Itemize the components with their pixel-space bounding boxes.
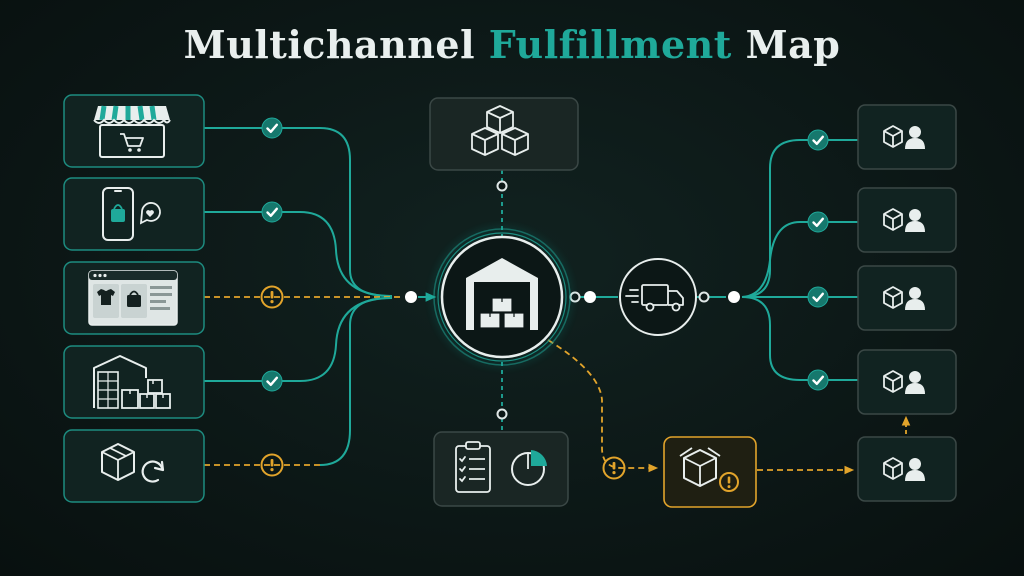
connector-retail-warehouse bbox=[204, 297, 393, 382]
title-accent: Fulfillment bbox=[488, 22, 732, 67]
check-icon bbox=[806, 128, 830, 152]
junction-dot-carrier bbox=[698, 291, 710, 303]
box-return-icon bbox=[101, 443, 165, 483]
junction-dot-bottom bbox=[496, 408, 508, 420]
junction-dot-right bbox=[728, 291, 740, 303]
check-icon bbox=[806, 210, 830, 234]
check-icon bbox=[260, 200, 284, 224]
check-icon bbox=[806, 368, 830, 392]
junction-dot-hub-right bbox=[569, 291, 581, 303]
node-web-marketplace[interactable] bbox=[63, 261, 205, 335]
node-mobile-app[interactable] bbox=[63, 177, 205, 251]
pie-chart-icon bbox=[511, 450, 547, 486]
mobile-shopping-icon bbox=[102, 187, 161, 241]
box-alert-icon bbox=[679, 447, 739, 492]
stacked-boxes-icon bbox=[471, 105, 529, 156]
junction-dots bbox=[405, 180, 740, 420]
node-returns[interactable] bbox=[63, 429, 205, 503]
node-destination-3[interactable] bbox=[857, 265, 957, 331]
check-icon bbox=[806, 285, 830, 309]
carrier-connectors bbox=[696, 139, 858, 381]
checklist-icon bbox=[455, 441, 491, 493]
node-retail-warehouse[interactable] bbox=[63, 345, 205, 419]
junction-dot-mid bbox=[584, 291, 596, 303]
node-storefront[interactable] bbox=[63, 94, 205, 168]
node-exception[interactable] bbox=[663, 436, 757, 508]
connector-dest-1 bbox=[741, 139, 858, 298]
connector-returns-solid bbox=[319, 297, 391, 466]
junction-dot-left bbox=[405, 291, 417, 303]
check-icon bbox=[260, 369, 284, 393]
warehouse-icon bbox=[466, 258, 538, 330]
node-inventory[interactable] bbox=[429, 97, 579, 171]
connector-dest-4 bbox=[741, 296, 858, 381]
connector-mobile-app bbox=[204, 211, 393, 297]
delivery-truck-icon bbox=[625, 284, 684, 312]
page-title: Multichannel Fulfillment Map bbox=[0, 22, 1024, 67]
node-destination-4[interactable] bbox=[857, 349, 957, 415]
node-destination-2[interactable] bbox=[857, 187, 957, 253]
destination-nodes bbox=[857, 104, 957, 502]
connector-dest-2 bbox=[741, 221, 858, 298]
node-reports[interactable] bbox=[433, 431, 569, 507]
title-part1: Multichannel bbox=[183, 22, 476, 67]
source-connectors bbox=[204, 127, 404, 466]
storefront-cart-icon bbox=[93, 105, 171, 158]
node-hub[interactable] bbox=[433, 228, 571, 366]
node-carrier[interactable] bbox=[619, 258, 697, 336]
browser-shop-icon bbox=[88, 270, 178, 326]
building-boxes-icon bbox=[93, 355, 171, 409]
junction-dot-top bbox=[496, 180, 508, 192]
source-nodes bbox=[63, 94, 205, 503]
node-destination-5[interactable] bbox=[857, 436, 957, 502]
title-part3: Map bbox=[745, 22, 841, 67]
node-destination-1[interactable] bbox=[857, 104, 957, 170]
check-icon bbox=[260, 116, 284, 140]
